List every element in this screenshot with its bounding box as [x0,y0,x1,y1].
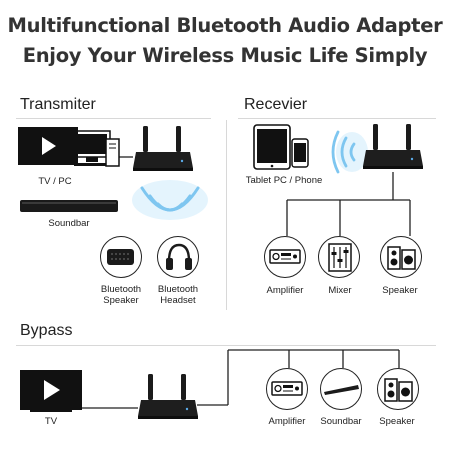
receiver-speaker-circle [380,236,422,278]
soundbar-icon [20,200,118,212]
bt-speaker-circle [100,236,142,278]
headline-line-1: Multifunctional Bluetooth Audio Adapter [7,14,443,37]
bt-headset-label-line1: Bluetooth [157,284,199,295]
bt-headset-label-line2: Headset [160,295,196,306]
receiver-wireless-waves-icon [331,130,368,174]
bt-speaker-label-line1: Bluetooth [100,284,142,295]
receiver-amplifier-label: Amplifier [266,285,304,296]
bypass-speaker-circle [377,368,419,410]
amplifier-icon [269,249,301,264]
mixer-label: Mixer [328,285,352,296]
soundbar-icon [324,385,359,395]
bypass-speaker-label: Speaker [379,416,415,427]
bypass-divider [16,345,436,346]
bypass-soundbar-circle [320,368,362,410]
speaker-icon [384,378,413,402]
receiver-amplifier-circle [264,236,306,278]
soundbar-label: Soundbar [48,218,90,229]
tablet-phone-icon [253,124,309,170]
bypass-amplifier-label: Amplifier [268,416,306,427]
tablet-phone-label: Tablet PC / Phone [245,175,323,186]
bypass-adapter-icon [138,374,198,419]
amplifier-icon [271,381,303,396]
tv-pc-icon [18,127,120,167]
mixer-icon [328,243,352,272]
wireless-waves-icon [132,180,208,220]
bluetooth-speaker-icon [107,249,134,265]
bt-headset-circle [157,236,199,278]
receiver-title: Recevier [244,96,308,113]
tv-pc-label: TV / PC [38,176,72,187]
bluetooth-headset-icon [166,243,192,270]
transmitter-divider [16,118,211,119]
receiver-divider [238,118,436,119]
receiver-speaker-label: Speaker [382,285,418,296]
column-divider [226,120,227,310]
receiver-adapter-icon [363,124,423,169]
bypass-tv-icon [20,370,82,412]
bypass-amplifier-circle [266,368,308,410]
transmitter-title: Transmiter [20,96,96,113]
mixer-circle [318,236,360,278]
bt-speaker-label-line2: Speaker [103,295,139,306]
transmitter-adapter-icon [133,126,193,171]
headline-line-2: Enjoy Your Wireless Music Life Simply [22,44,428,67]
bypass-title: Bypass [20,322,73,339]
bypass-tv-label: TV [44,416,58,427]
speaker-icon [387,246,416,270]
bypass-soundbar-label: Soundbar [320,416,362,427]
